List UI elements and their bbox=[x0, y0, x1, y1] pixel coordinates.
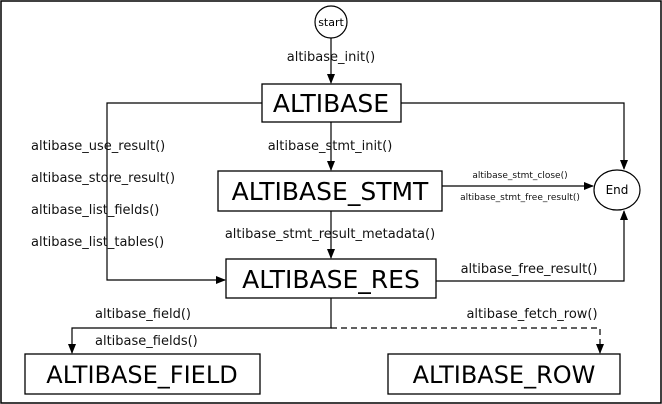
altibase-res-box: ALTIBASE_RES bbox=[225, 258, 437, 299]
edge-res-to-end bbox=[436, 210, 628, 282]
label-altibase-fetch-row: altibase_fetch_row() bbox=[466, 307, 597, 322]
label-altibase-list-tables: altibase_list_tables() bbox=[31, 235, 164, 250]
altibase-row-label: ALTIBASE_ROW bbox=[413, 361, 596, 389]
label-altibase-init: altibase_init() bbox=[287, 50, 375, 65]
label-altibase-use-result: altibase_use_result() bbox=[31, 139, 165, 154]
end-label: End bbox=[606, 183, 629, 197]
altibase-box: ALTIBASE bbox=[261, 83, 402, 123]
start-node: start bbox=[314, 5, 348, 39]
edge-altibase-to-end bbox=[401, 102, 628, 170]
label-altibase-store-result: altibase_store_result() bbox=[31, 171, 175, 186]
edge-res-to-field bbox=[68, 298, 332, 354]
altibase-label: ALTIBASE bbox=[273, 89, 389, 118]
altibase-row-box: ALTIBASE_ROW bbox=[387, 353, 621, 395]
altibase-stmt-label: ALTIBASE_STMT bbox=[232, 177, 429, 206]
label-altibase-free-result: altibase_free_result() bbox=[461, 262, 598, 277]
label-altibase-fields: altibase_fields() bbox=[95, 334, 198, 349]
label-altibase-field: altibase_field() bbox=[95, 307, 191, 322]
altibase-res-label: ALTIBASE_RES bbox=[242, 265, 420, 294]
end-node: End bbox=[593, 169, 641, 211]
altibase-field-box: ALTIBASE_FIELD bbox=[24, 353, 261, 395]
label-altibase-stmt-init: altibase_stmt_init() bbox=[268, 139, 393, 154]
label-altibase-list-fields: altibase_list_fields() bbox=[31, 203, 159, 218]
start-label: start bbox=[318, 16, 344, 29]
label-altibase-stmt-close: altibase_stmt_close() bbox=[472, 171, 567, 181]
edge-res-to-row bbox=[331, 327, 604, 354]
altibase-stmt-box: ALTIBASE_STMT bbox=[217, 170, 443, 212]
edge-altibase-to-res bbox=[106, 102, 262, 284]
altibase-field-label: ALTIBASE_FIELD bbox=[46, 361, 237, 389]
label-altibase-stmt-free-result: altibase_stmt_free_result() bbox=[460, 193, 580, 203]
label-altibase-stmt-result-metadata: altibase_stmt_result_metadata() bbox=[225, 227, 435, 242]
